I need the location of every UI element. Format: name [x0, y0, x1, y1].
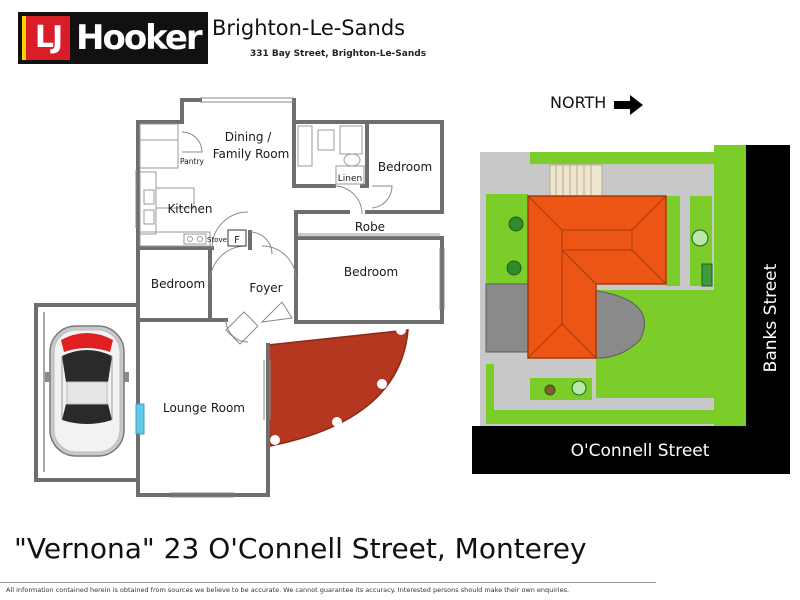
room-label-dining: Dining /	[225, 130, 273, 144]
carport	[34, 303, 136, 482]
office-address: 331 Bay Street, Brighton-Le-Sands	[250, 49, 427, 59]
street-label-east: Banks Street	[761, 263, 781, 372]
room-label-pantry: Pantry	[180, 157, 205, 166]
room-label-foyer: Foyer	[249, 281, 282, 295]
office-name: Brighton-Le-Sands	[212, 16, 406, 40]
door-swings	[181, 131, 393, 345]
room-label-bedroom-3: Bedroom	[344, 265, 398, 279]
arrow-right-icon	[614, 95, 643, 115]
room-label-lounge: Lounge Room	[163, 401, 245, 415]
room-label-robe: Robe	[355, 220, 385, 234]
room-label-fridge: F	[234, 235, 240, 246]
north-label: NORTH	[550, 93, 607, 112]
room-labels: Dining / Family Room Pantry Linen Bedroo…	[151, 130, 432, 415]
terrace-roof	[591, 289, 645, 359]
room-label-bedroom-1: Bedroom	[378, 160, 432, 174]
property-caption: "Vernona" 23 O'Connell Street, Monterey	[14, 532, 587, 565]
floor-plan: Dining / Family Room Pantry Linen Bedroo…	[34, 97, 445, 498]
terrace	[267, 325, 409, 447]
street-south	[472, 426, 750, 474]
street-east	[746, 145, 790, 474]
logo-mark	[22, 16, 70, 60]
car-icon	[45, 325, 129, 457]
disclaimer-text: All information contained herein is obta…	[6, 586, 570, 594]
deck	[549, 164, 603, 198]
logo-name: Hooker	[76, 18, 203, 58]
roof-ridges	[527, 195, 667, 359]
walls	[136, 98, 444, 497]
room-label-stove: Stove	[207, 236, 227, 244]
kitchen-fittings	[139, 123, 247, 247]
garden-plants	[506, 216, 713, 396]
bathroom-fittings	[135, 125, 440, 435]
logo-initials: LJ	[34, 20, 63, 55]
room-label-bedroom-2: Bedroom	[151, 277, 205, 291]
room-label-family: Family Room	[213, 147, 290, 161]
carport-roof	[485, 283, 529, 353]
street-label-south: O'Connell Street	[571, 441, 710, 461]
room-label-kitchen: Kitchen	[167, 202, 212, 216]
room-label-linen: Linen	[338, 174, 362, 184]
footer-divider	[0, 582, 656, 583]
site-plan: O'Connell Street Banks Street	[472, 145, 790, 474]
